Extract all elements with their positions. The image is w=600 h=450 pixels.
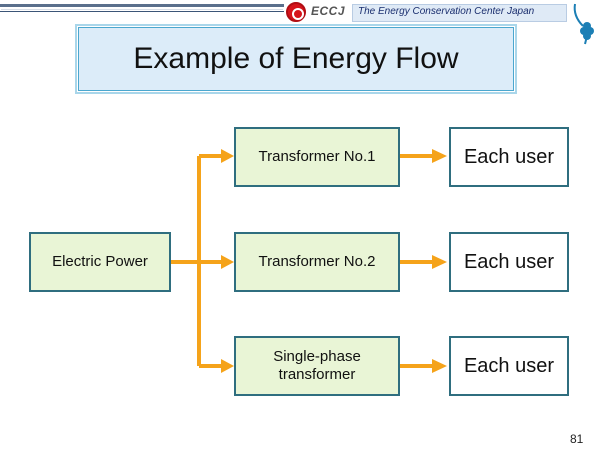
arrowhead <box>432 359 447 373</box>
transformer-box-3: Single-phase transformer <box>234 336 400 396</box>
transformer-box-2: Transformer No.2 <box>234 232 400 292</box>
title-box: Example of Energy Flow <box>75 24 517 94</box>
user-box-2: Each user <box>449 232 569 292</box>
user-box-3: Each user <box>449 336 569 396</box>
user-label-3: Each user <box>463 354 555 377</box>
source-box: Electric Power <box>29 232 171 292</box>
org-name: The Energy Conservation Center Japan <box>358 6 535 17</box>
arrowhead <box>221 255 234 269</box>
header-rule <box>0 4 284 7</box>
user-label-2: Each user <box>463 250 555 273</box>
clover-icon <box>573 3 594 45</box>
transformer-label-3: Single-phase transformer <box>273 348 361 383</box>
logo-text: ECCJ <box>311 4 346 18</box>
page-title: Example of Energy Flow <box>133 42 459 75</box>
transformer-label-1: Transformer No.1 <box>258 148 376 165</box>
transformer-box-1: Transformer No.1 <box>234 127 400 187</box>
eccj-logo-icon <box>286 2 306 22</box>
transformer-label-2: Transformer No.2 <box>258 253 376 270</box>
arrowhead <box>432 149 447 163</box>
page-number: 81 <box>570 432 584 446</box>
user-box-1: Each user <box>449 127 569 187</box>
header-rule-thin <box>0 11 284 12</box>
arrowhead <box>221 149 234 163</box>
arrowhead <box>432 255 447 269</box>
source-label: Electric Power <box>52 253 148 270</box>
org-name-bar <box>352 4 567 22</box>
user-label-1: Each user <box>463 145 555 168</box>
arrowhead <box>221 359 234 373</box>
